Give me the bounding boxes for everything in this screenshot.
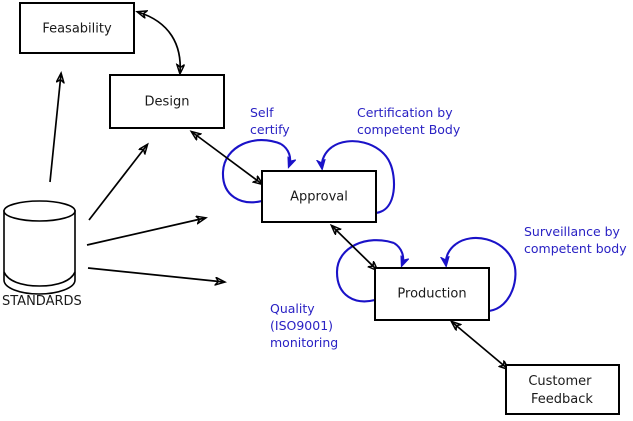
quality-loop-arrow <box>393 242 403 265</box>
certification-loop-path <box>331 140 395 215</box>
production-box[interactable] <box>374 267 490 321</box>
production-label: Production <box>397 287 466 302</box>
customer-feedback-label: Customer Feedback <box>528 374 595 407</box>
node-production[interactable]: Production <box>374 267 490 321</box>
design-label: Design <box>145 95 190 110</box>
node-approval[interactable]: Approval <box>261 170 377 223</box>
standards-label: STANDARDS <box>2 294 82 309</box>
loop-label-quality-line-3: monitoring <box>270 335 338 350</box>
design-box[interactable] <box>109 74 225 129</box>
flow-feasability-design <box>138 12 180 73</box>
flow-standards-to-production <box>87 267 224 282</box>
loop-certification-by-competent-body: Certification by competent Body <box>322 105 461 215</box>
standards-cylinder-bottom-arc <box>3 271 76 287</box>
loop-surveillance: Surveillance by competent body <box>446 224 627 313</box>
certification-loop-arrow <box>322 146 333 168</box>
customer-feedback-label-line-1: Customer <box>528 374 592 389</box>
surveillance-loop-arrow <box>446 243 457 265</box>
loop-label-self-certify-line-2: certify <box>250 122 290 137</box>
loop-label-quality-line-1: Quality <box>270 301 315 316</box>
node-customer-feedback[interactable]: Customer Feedback <box>505 364 620 415</box>
feasability-label: Feasability <box>42 22 112 37</box>
loop-label-certification-line-2: competent Body <box>357 122 461 137</box>
surveillance-loop-path <box>455 236 517 313</box>
loop-label-certification-line-1: Certification by <box>357 105 453 120</box>
loop-label-surveillance: Surveillance by competent body <box>524 224 627 256</box>
loop-label-self-certify-line-1: Self <box>250 105 274 120</box>
approval-box[interactable] <box>261 170 377 223</box>
node-design[interactable]: Design <box>109 74 225 129</box>
flow-production-customer-feedback <box>452 322 508 369</box>
feasability-box[interactable] <box>19 2 135 54</box>
flow-standards-to-feasability <box>49 74 61 183</box>
loop-label-certification: Certification by competent Body <box>357 105 461 137</box>
flow-standards-to-approval <box>86 218 205 246</box>
loop-label-quality: Quality (ISO9001) monitoring <box>270 301 338 350</box>
node-feasability[interactable]: Feasability <box>19 2 135 54</box>
standards-cylinder-top <box>3 200 76 222</box>
loop-label-surveillance-line-1: Surveillance by <box>524 224 621 239</box>
customer-feedback-box[interactable] <box>505 364 620 415</box>
self-certify-loop-arrow <box>280 143 290 166</box>
loop-label-surveillance-line-2: competent body <box>524 241 627 256</box>
approval-label: Approval <box>290 190 348 205</box>
loop-label-quality-line-2: (ISO9001) <box>270 318 333 333</box>
customer-feedback-label-line-2: Feedback <box>531 392 593 407</box>
flow-approval-production <box>332 226 377 270</box>
flow-standards-to-design <box>88 145 147 221</box>
flow-design-approval <box>192 132 262 184</box>
loop-label-self-certify: Self certify <box>250 105 290 137</box>
datastore-standards[interactable]: STANDARDS <box>2 200 82 309</box>
